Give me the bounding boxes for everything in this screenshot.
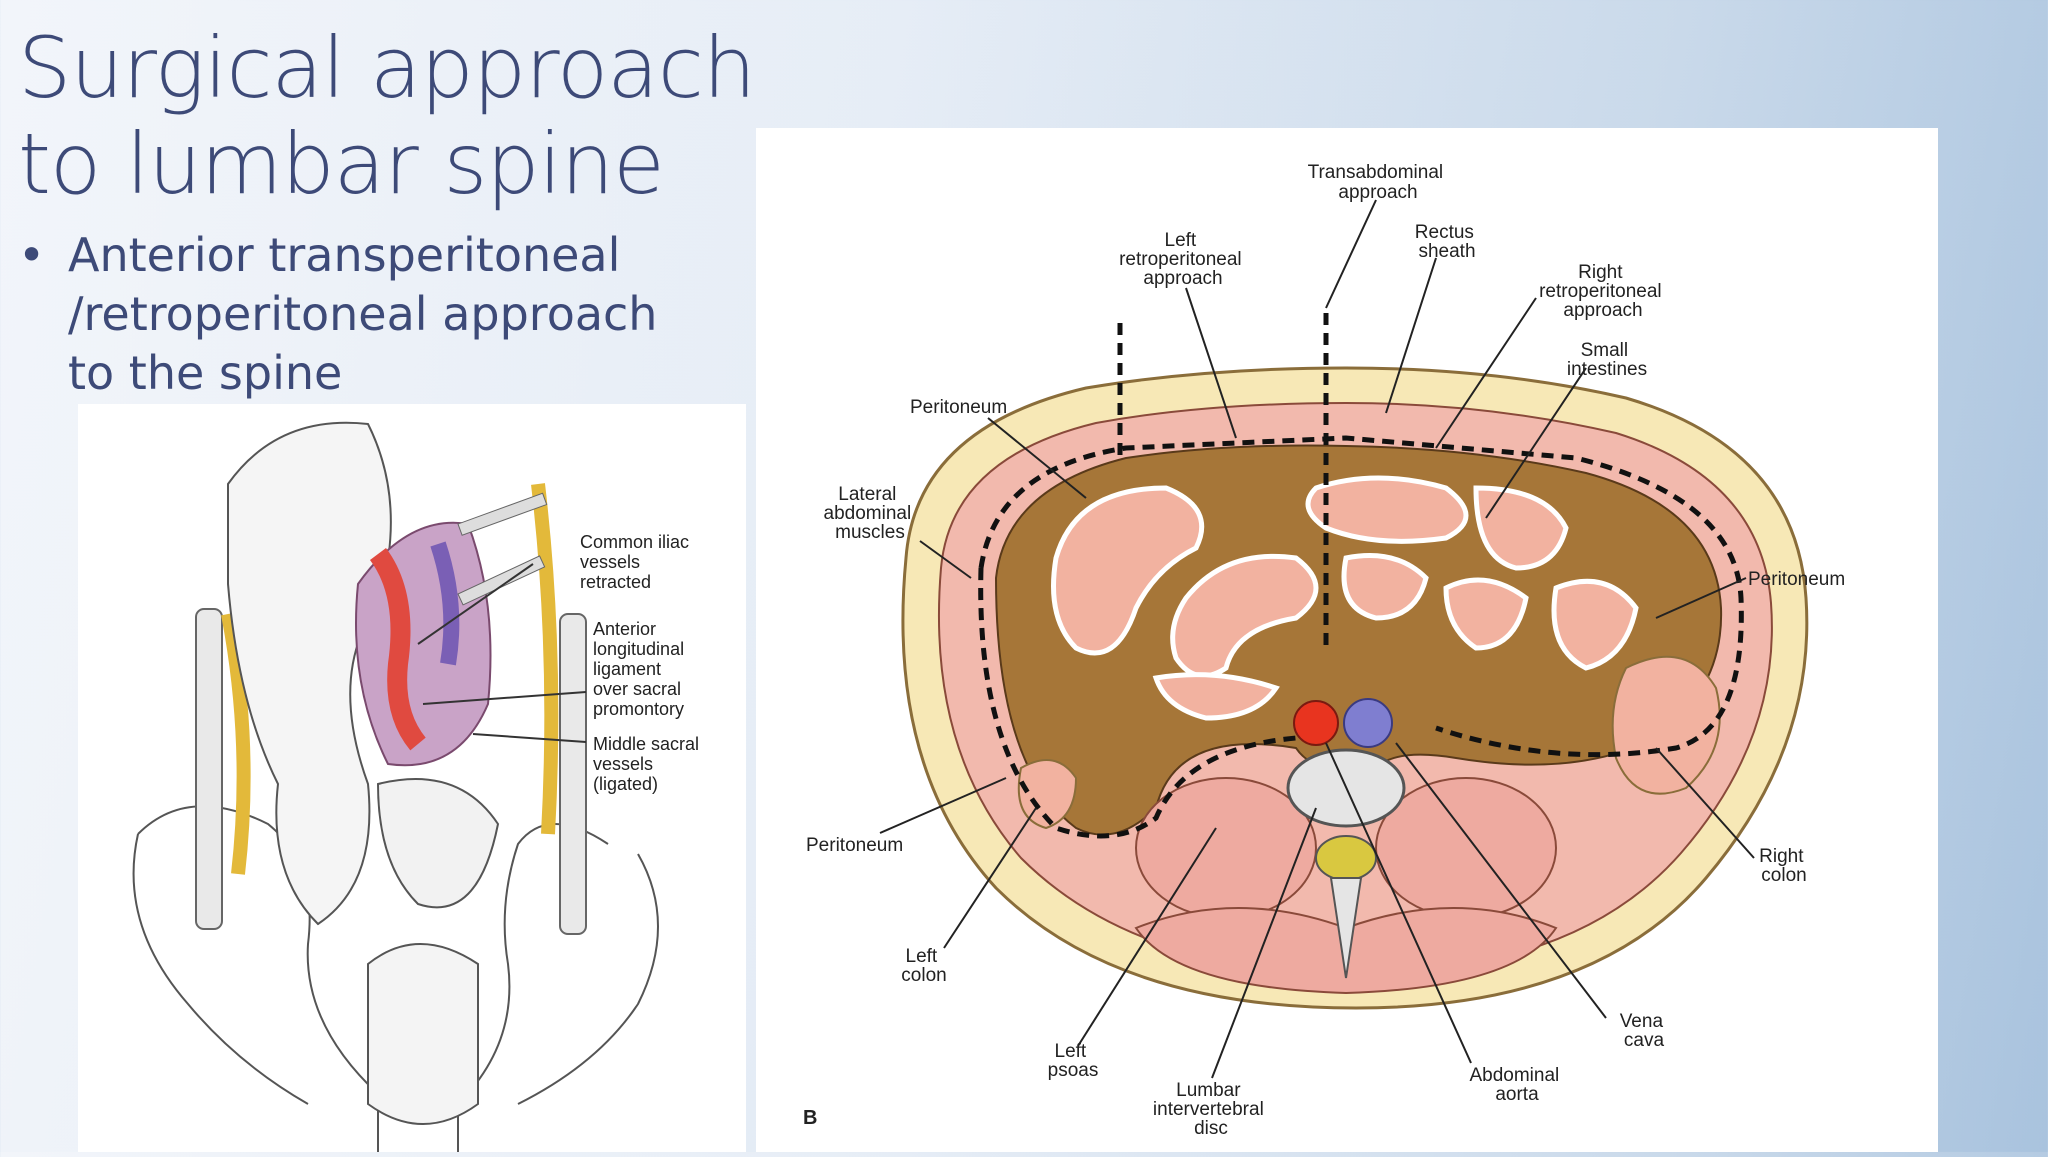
bullet-text: Anterior transperitoneal /retroperitonea… xyxy=(68,226,768,403)
label-peritoneum-top: Peritoneum xyxy=(910,397,1007,418)
label-left-psoas: Left psoas xyxy=(1048,1041,1099,1081)
abdominal-cross-section-figure: Transabdominal approach Left retroperito… xyxy=(756,128,1938,1152)
left-retractor xyxy=(195,608,223,930)
vena-cava xyxy=(1343,698,1393,748)
figure-letter: B xyxy=(803,1107,817,1129)
right-tissue xyxy=(531,483,559,835)
intestine-loop-8 xyxy=(1152,672,1280,721)
surgical-field-figure: Common iliac vessels retracted Anterior … xyxy=(78,404,746,1152)
iliac-artery xyxy=(369,548,426,751)
title-line-1: Surgical approach xyxy=(18,19,756,117)
label-lateral-abdominal-muscles: Lateral abdominal muscles xyxy=(824,484,917,543)
left-tissue xyxy=(221,612,251,875)
retractor-pin-1 xyxy=(457,492,548,536)
leader-lines xyxy=(879,199,1755,1079)
right-retractor xyxy=(559,613,587,935)
right-colon xyxy=(1611,655,1721,795)
slide-title: Surgical approach to lumbar spine xyxy=(18,19,756,213)
spinous-process xyxy=(1329,877,1363,979)
abdominal-aorta xyxy=(1293,700,1339,746)
title-line-2: to lumbar spine xyxy=(18,115,665,213)
label-lumbar-intervertebral-disc: Lumbar intervertebral disc xyxy=(1153,1080,1269,1139)
label-common-iliac: Common iliac vessels retracted xyxy=(580,532,694,592)
label-right-colon: Right colon xyxy=(1759,846,1809,886)
label-small-intestines: Small intestines xyxy=(1567,340,1647,380)
intestine-loop-3 xyxy=(1305,475,1469,544)
leader-middle-sacral xyxy=(472,733,587,743)
spinal-canal xyxy=(1315,835,1377,881)
label-abdominal-aorta: Abdominal aorta xyxy=(1469,1065,1564,1105)
leader-common-iliac xyxy=(417,563,534,645)
intestine-loop-1 xyxy=(1051,485,1205,656)
bullet-line-3: to the spine xyxy=(68,346,343,400)
retractor-pin-2 xyxy=(457,555,546,606)
bullet-line-2: /retroperitoneal approach xyxy=(68,287,658,341)
sacrum-outline xyxy=(367,943,479,1125)
bullet-line-1: Anterior transperitoneal xyxy=(68,228,621,282)
intestine-loop-7 xyxy=(1551,578,1639,671)
intestine-loop-4 xyxy=(1341,553,1429,621)
label-left-retroperitoneal-approach: Left retroperitoneal approach xyxy=(1119,230,1247,289)
cross-section-diagram: Transabdominal approach Left retroperito… xyxy=(803,162,1845,1139)
label-peritoneum-right: Peritoneum xyxy=(1748,569,1845,590)
intestine-loop-2 xyxy=(1170,553,1319,679)
iliac-vein xyxy=(430,541,460,666)
intestine-loop-6 xyxy=(1443,577,1529,651)
label-middle-sacral: Middle sacral vessels (ligated) xyxy=(593,734,704,794)
leader-anterior-ligament xyxy=(422,691,587,705)
bullet-marker: • xyxy=(18,228,46,282)
retracted-peritoneum-right xyxy=(376,778,500,909)
label-transabdominal-approach: Transabdominal approach xyxy=(1308,162,1449,203)
surgical-field-illustration: Common iliac vessels retracted Anterior … xyxy=(132,421,704,1152)
label-right-retroperitoneal-approach: Right retroperitoneal approach xyxy=(1539,262,1667,321)
label-peritoneum-left: Peritoneum xyxy=(806,835,903,856)
peritoneum-dashed-line xyxy=(978,435,1744,839)
intestine-loop-5 xyxy=(1473,485,1569,571)
label-left-colon: Left colon xyxy=(901,946,946,986)
label-vena-cava: Vena cava xyxy=(1620,1011,1669,1051)
label-anterior-ligament: Anterior longitudinal ligament over sacr… xyxy=(593,619,689,719)
retracted-peritoneum-left xyxy=(227,421,392,926)
label-rectus-sheath: Rectus sheath xyxy=(1415,222,1479,262)
